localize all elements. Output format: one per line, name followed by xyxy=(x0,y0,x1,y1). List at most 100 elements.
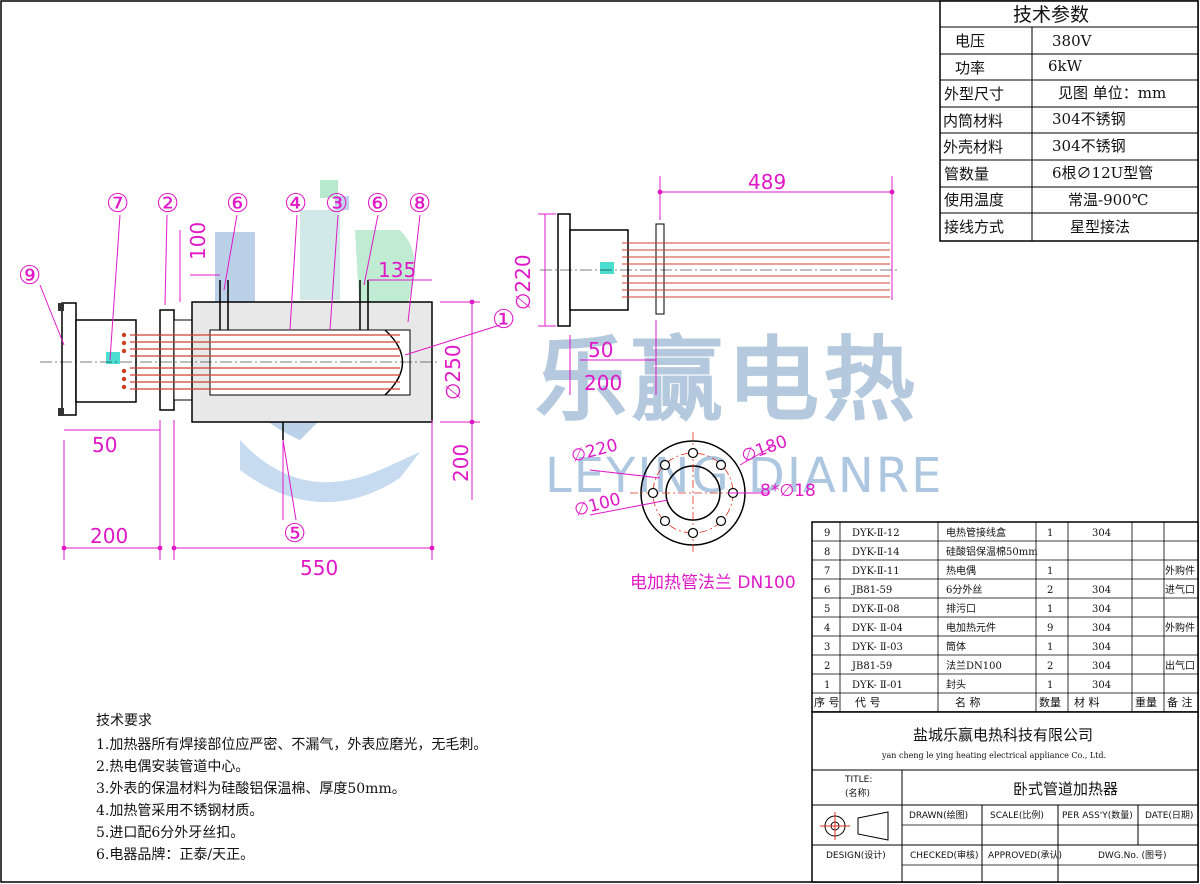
bom-cell: 304 xyxy=(1092,604,1111,615)
dim-side-220: ∅220 xyxy=(511,254,535,310)
param-value: 常温-900℃ xyxy=(1068,191,1148,209)
bom-cell: 外购件 xyxy=(1165,621,1195,634)
dim-550: 550 xyxy=(300,556,338,580)
heater-side-view xyxy=(540,213,900,327)
bom-cell: 出气口 xyxy=(1165,659,1195,672)
tech-requirements: 技术要求 1.加热器所有焊接部位应严密、不漏气，外表应磨光，无毛刺。 2.热电偶… xyxy=(96,713,487,863)
param-label: 接线方式 xyxy=(944,218,1004,236)
balloon-6b: ⑥ xyxy=(366,189,389,219)
bom-cell: 8 xyxy=(824,547,830,558)
dim-135: 135 xyxy=(378,258,416,282)
dimensions-main xyxy=(39,214,501,560)
drawing-title: 卧式管道加热器 xyxy=(1013,780,1118,798)
bom-header-name: 名 称 xyxy=(955,695,981,709)
title-block: 盐城乐赢电热科技有限公司 yan cheng le ying heating e… xyxy=(811,711,1199,883)
date-label: DATE(日期) xyxy=(1145,810,1193,821)
bom-cell: DYK- Ⅱ-03 xyxy=(852,642,903,653)
dim-50: 50 xyxy=(92,433,117,457)
param-value: 星型接法 xyxy=(1070,218,1130,236)
heater-front-view xyxy=(40,280,440,440)
bom-cell: 1 xyxy=(1047,528,1053,539)
param-label: 电压 xyxy=(955,32,985,50)
requirement-item: 3.外表的保温材料为硅酸铝保温棉、厚度50mm。 xyxy=(96,780,406,797)
flange-dn100 xyxy=(589,432,776,555)
bom-cell: 3 xyxy=(824,642,830,653)
bom-cell: 304 xyxy=(1092,623,1111,634)
part-balloons: ⑦ ② ⑥ ④ ③ ⑥ ⑧ ⑨ ① ⑤ xyxy=(18,189,515,549)
bom-cell: 304 xyxy=(1092,585,1111,596)
title-label: TITLE: xyxy=(844,775,872,785)
approved-label: APPROVED(承认) xyxy=(988,849,1062,861)
param-value: 380V xyxy=(1052,32,1093,50)
bom-header-material: 材 料 xyxy=(1074,695,1100,709)
bom-cell: DYK- Ⅱ-01 xyxy=(852,680,903,691)
bom-cell: JB81-59 xyxy=(851,585,892,596)
bom-cell: 4 xyxy=(824,623,830,634)
dim-489: 489 xyxy=(748,170,786,194)
balloon-1: ① xyxy=(492,305,515,335)
bom-cell: 304 xyxy=(1092,680,1111,691)
dim-200-vertical: 200 xyxy=(449,444,473,482)
company-name: 盐城乐赢电热科技有限公司 xyxy=(913,726,1093,744)
checked-label: CHECKED(审核) xyxy=(910,849,979,861)
requirement-item: 1.加热器所有焊接部位应严密、不漏气，外表应磨光，无毛刺。 xyxy=(96,736,487,753)
bom-cell: DYK-Ⅱ-12 xyxy=(852,528,900,539)
balloon-8: ⑧ xyxy=(408,189,431,219)
bom-cell: 1 xyxy=(1047,566,1053,577)
bom-header-no: 序 号 xyxy=(814,695,840,709)
param-value: 6根∅12U型管 xyxy=(1052,164,1153,182)
dim-200-horizontal: 200 xyxy=(90,524,128,548)
design-label: DESIGN(设计) xyxy=(826,849,886,861)
bom-cell: 电热管接线盒 xyxy=(946,526,1006,539)
dim-100: 100 xyxy=(186,222,210,260)
bom-cell: 7 xyxy=(824,566,830,577)
bom-cell: 304 xyxy=(1092,528,1111,539)
bom-cell: 1 xyxy=(1047,680,1053,691)
bom-cell: 热电偶 xyxy=(946,564,976,577)
requirement-item: 6.电器品牌：正泰/天正。 xyxy=(96,846,254,863)
bom-cell: 6分外丝 xyxy=(946,584,982,596)
flange-holes: 8*∅18 xyxy=(760,481,816,501)
bom-cell: 2 xyxy=(1047,585,1053,596)
requirement-item: 2.热电偶安装管道中心。 xyxy=(96,759,249,775)
bom-cell: 排污口 xyxy=(946,602,976,615)
bom-cell: 304 xyxy=(1092,642,1111,653)
dimension-labels-side: 489 ∅220 50 200 xyxy=(511,170,786,395)
balloon-3: ③ xyxy=(325,189,348,219)
bom-cell: 电加热元件 xyxy=(946,621,996,634)
param-value: 304不锈钢 xyxy=(1052,137,1126,155)
bom-cell: 2 xyxy=(824,661,830,672)
bom-cell: DYK-Ⅱ-08 xyxy=(852,604,900,615)
projection-symbol-icon xyxy=(820,811,889,841)
bom-cell: DYK-Ⅱ-11 xyxy=(852,566,900,577)
balloon-5: ⑤ xyxy=(283,519,306,549)
requirement-item: 4.加热管采用不锈钢材质。 xyxy=(96,803,263,819)
param-label: 管数量 xyxy=(944,165,989,183)
param-label: 功率 xyxy=(955,59,985,77)
bom-cell: 筒体 xyxy=(946,640,966,653)
balloon-6a: ⑥ xyxy=(226,189,249,219)
dim-250: ∅250 xyxy=(441,344,465,400)
bom-cell: 304 xyxy=(1092,661,1111,672)
param-label: 外壳材料 xyxy=(943,138,1003,156)
balloon-9: ⑨ xyxy=(18,261,41,291)
param-value: 见图 单位：mm xyxy=(1058,84,1166,102)
bom-cell: 9 xyxy=(824,528,830,539)
param-label: 外型尺寸 xyxy=(944,85,1004,103)
company-name-en: yan cheng le ying heating electrical app… xyxy=(881,751,1106,760)
bom-header-remarks: 备 注 xyxy=(1167,695,1193,709)
bom-header-weight: 重量 xyxy=(1135,695,1157,709)
bom-header-code: 代 号 xyxy=(855,696,881,709)
bom-cell: DYK-Ⅱ-14 xyxy=(852,547,900,558)
flange-caption: 电加热管法兰 DN100 xyxy=(630,573,796,593)
bom-cell: 封头 xyxy=(946,678,966,691)
watermark-en: LEYING DIANRE xyxy=(545,448,943,504)
requirement-item: 5.进口配6分外牙丝扣。 xyxy=(96,825,244,841)
bom-cell: 1 xyxy=(1047,604,1053,615)
balloon-4: ④ xyxy=(284,189,307,219)
title-label-cn: (名称) xyxy=(845,787,870,799)
watermark: 乐赢电热 LEYING DIANRE xyxy=(215,180,943,504)
requirements-title: 技术要求 xyxy=(96,713,152,729)
param-value: 304不锈钢 xyxy=(1052,110,1126,128)
param-label: 使用温度 xyxy=(944,191,1004,209)
